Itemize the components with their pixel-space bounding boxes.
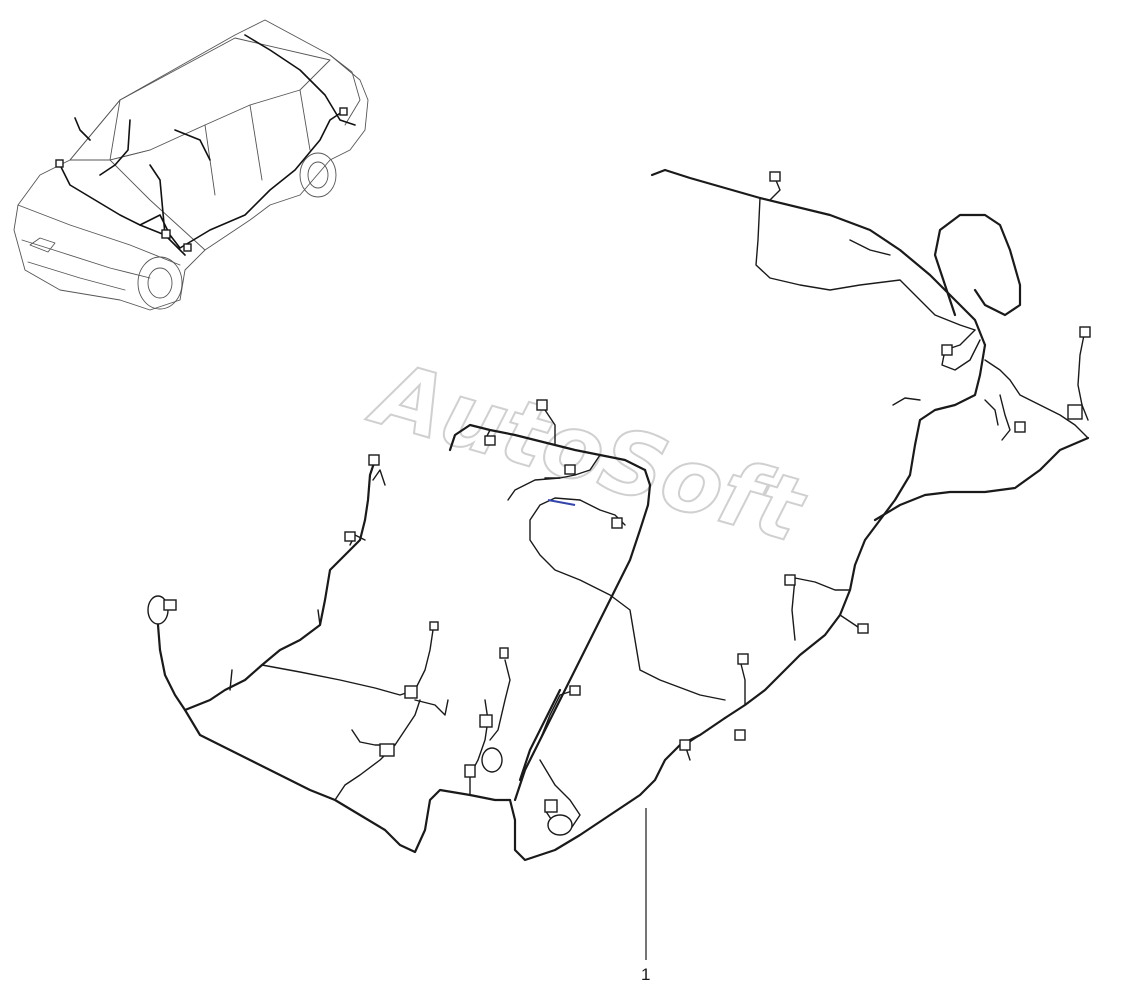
- car-overview-illustration: [13, 19, 369, 311]
- callout-label: 1: [641, 965, 650, 984]
- watermark-text: AutoSoft: [359, 340, 816, 562]
- main-wiring-harness: [147, 168, 1091, 862]
- callout-1: 1: [641, 808, 650, 984]
- watermark: AutoSoft: [358, 339, 817, 563]
